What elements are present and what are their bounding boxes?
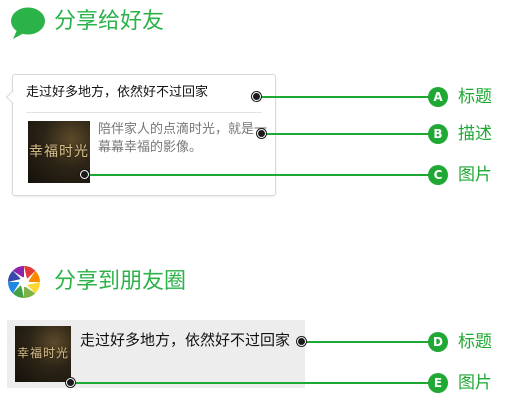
callout-badge-a: A: [428, 87, 448, 107]
callout-label-d: 标题: [458, 332, 492, 352]
callout-label-a: 标题: [458, 87, 492, 107]
section-title-wechat: 分享给好友: [54, 9, 165, 34]
callout-dot-d: [297, 337, 306, 346]
callout-badge-c: C: [428, 165, 448, 185]
callout-dot-a: [252, 92, 261, 101]
moments-card-thumbnail: 幸福时光: [15, 326, 71, 382]
callout-badge-e: E: [428, 373, 448, 393]
callout-badge-d: D: [428, 332, 448, 352]
callout-label-b: 描述: [458, 124, 492, 144]
callout-dot-c: [80, 170, 89, 179]
callout-line-a: [257, 96, 435, 98]
callout-label-c: 图片: [458, 165, 492, 185]
share-card-description: 陪伴家人的点滴时光，就是一幕幕幸福的影像。: [98, 122, 268, 155]
callout-label-e: 图片: [458, 373, 492, 393]
callout-badge-b: B: [428, 124, 448, 144]
callout-dot-e: [66, 378, 75, 387]
wechat-icon: [8, 6, 46, 40]
share-card-thumbnail: 幸福时光: [28, 121, 90, 183]
moments-icon: [7, 265, 41, 299]
card-divider: [26, 112, 262, 113]
moments-card-title: 走过好多地方，依然好不过回家: [80, 331, 291, 349]
thumbnail-caption: 幸福时光: [29, 144, 89, 160]
thumbnail-caption: 幸福时光: [16, 346, 69, 360]
callout-line-c: [86, 174, 434, 176]
callout-line-d: [302, 341, 434, 343]
share-card-title: 走过好多地方，依然好不过回家: [26, 85, 209, 100]
callout-line-e: [72, 382, 434, 384]
callout-dot-b: [257, 129, 266, 138]
section-title-moments: 分享到朋友圈: [54, 269, 187, 294]
callout-line-b: [262, 133, 434, 135]
